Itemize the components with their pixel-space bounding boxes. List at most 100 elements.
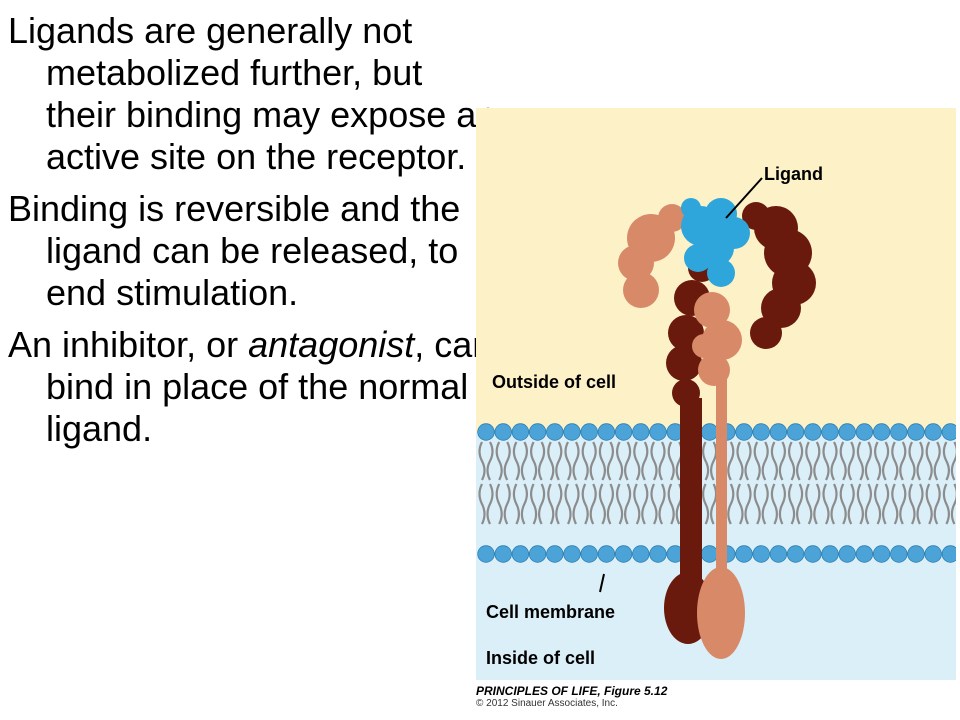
slide-text: Ligands are generally not metabolized fu… bbox=[8, 10, 498, 460]
lipid-head bbox=[752, 423, 770, 441]
lipid-head bbox=[563, 423, 581, 441]
lipid-tail bbox=[606, 483, 614, 525]
lipid-tail bbox=[530, 441, 538, 481]
lipid-tail bbox=[616, 441, 624, 481]
lipid-tail bbox=[813, 483, 821, 525]
lipid-tail bbox=[589, 483, 597, 525]
lipid-tail bbox=[744, 441, 752, 481]
lipid-tail bbox=[864, 483, 872, 525]
lipid-tail bbox=[538, 441, 546, 481]
ligand-molecule bbox=[681, 198, 750, 287]
membrane-leader-line bbox=[599, 573, 605, 593]
lipid-tail bbox=[753, 441, 761, 481]
lipid-tail bbox=[598, 483, 606, 525]
lipid-tail bbox=[658, 483, 666, 525]
lipid-head bbox=[700, 545, 719, 563]
lipid-tail bbox=[581, 483, 589, 525]
lipid-tail bbox=[908, 441, 916, 481]
lipid-head bbox=[546, 545, 564, 563]
lipid-tail bbox=[624, 483, 632, 525]
lipid-head bbox=[907, 423, 925, 441]
lipid-head bbox=[700, 423, 719, 441]
lipid-tail bbox=[899, 441, 907, 481]
lipid-head bbox=[924, 545, 942, 563]
lipid-head bbox=[821, 545, 839, 563]
lipid-tail bbox=[822, 483, 830, 525]
lipid-tail bbox=[503, 483, 511, 525]
caption-title: PRINCIPLES OF LIFE, Figure 5.12 bbox=[476, 684, 668, 698]
lipid-head bbox=[924, 423, 942, 441]
lipid-tail bbox=[572, 483, 580, 525]
lipid-tail bbox=[933, 441, 941, 481]
lipid-head bbox=[477, 545, 495, 563]
lipid-tail bbox=[564, 483, 572, 525]
lipid-tail bbox=[710, 441, 718, 481]
lipid-head bbox=[786, 545, 805, 563]
lipid-tail bbox=[761, 441, 769, 481]
outside-of-cell-label: Outside of cell bbox=[492, 372, 616, 392]
lipid-tail bbox=[503, 441, 511, 481]
lipid-tail bbox=[753, 483, 761, 525]
lipid-head bbox=[872, 545, 891, 563]
lipid-tail bbox=[512, 441, 520, 481]
lipid-tail bbox=[702, 483, 710, 525]
lipid-tail bbox=[589, 441, 597, 481]
lipid-tail bbox=[813, 441, 821, 481]
lipid-tail bbox=[916, 483, 924, 525]
bullet-binding-reversible: Binding is reversible and the ligand can… bbox=[8, 188, 498, 314]
lipid-tail bbox=[727, 483, 735, 525]
lipid-head bbox=[494, 423, 512, 441]
lipid-tail bbox=[633, 441, 641, 481]
cell-membrane-label: Cell membrane bbox=[486, 602, 615, 622]
lipid-tail bbox=[486, 483, 494, 525]
lipid-tail bbox=[874, 483, 882, 525]
lipid-head bbox=[769, 545, 788, 563]
lipid-head bbox=[477, 423, 495, 441]
lipid-tail bbox=[916, 441, 924, 481]
lipid-tail bbox=[520, 483, 528, 525]
lipid-head bbox=[511, 423, 530, 441]
lipid-head bbox=[941, 423, 956, 441]
lipid-head bbox=[855, 545, 874, 563]
lipid-tail bbox=[495, 441, 503, 481]
lipid-tail bbox=[727, 441, 735, 481]
lipid-tail bbox=[805, 483, 813, 525]
antagonist-term: antagonist bbox=[248, 324, 415, 365]
lipid-tail bbox=[925, 483, 933, 525]
lipid-tail bbox=[581, 441, 589, 481]
lipid-tail bbox=[899, 483, 907, 525]
caption-copyright: © 2012 Sinauer Associates, Inc. bbox=[476, 698, 618, 709]
lipid-heads-top bbox=[477, 423, 956, 441]
lipid-tail bbox=[641, 483, 649, 525]
lipid-tail bbox=[839, 441, 847, 481]
lipid-tail bbox=[822, 441, 830, 481]
lipid-head bbox=[804, 423, 822, 441]
lipid-tail bbox=[778, 441, 786, 481]
lipid-tail bbox=[761, 483, 769, 525]
lipid-tail bbox=[856, 441, 864, 481]
lipid-tail bbox=[882, 483, 890, 525]
lipid-tail bbox=[736, 441, 744, 481]
lipid-tail bbox=[555, 441, 563, 481]
lipid-tail bbox=[933, 483, 941, 525]
label-leaders bbox=[599, 177, 763, 593]
inside-of-cell-label: Inside of cell bbox=[486, 648, 595, 668]
lipid-tail bbox=[805, 441, 813, 481]
bullet-text: Binding is reversible and the ligand can… bbox=[8, 188, 461, 313]
lipid-tail bbox=[658, 441, 666, 481]
lipid-head bbox=[769, 423, 788, 441]
lipid-tail bbox=[830, 441, 838, 481]
lipid-head bbox=[597, 545, 616, 563]
lipid-tail bbox=[770, 483, 778, 525]
lipid-head bbox=[855, 423, 874, 441]
lipid-tail bbox=[512, 483, 520, 525]
lipid-tail bbox=[478, 441, 486, 481]
lipid-tail bbox=[486, 441, 494, 481]
lipid-tail bbox=[495, 483, 503, 525]
bullet-text: Ligands are generally not metabolized fu… bbox=[8, 10, 497, 177]
lipid-head bbox=[872, 423, 891, 441]
bullet-antagonist: An inhibitor, or antagonist, can bind in… bbox=[8, 324, 498, 450]
lipid-tail bbox=[891, 441, 899, 481]
lipid-head bbox=[580, 545, 598, 563]
lipid-tail bbox=[778, 483, 786, 525]
